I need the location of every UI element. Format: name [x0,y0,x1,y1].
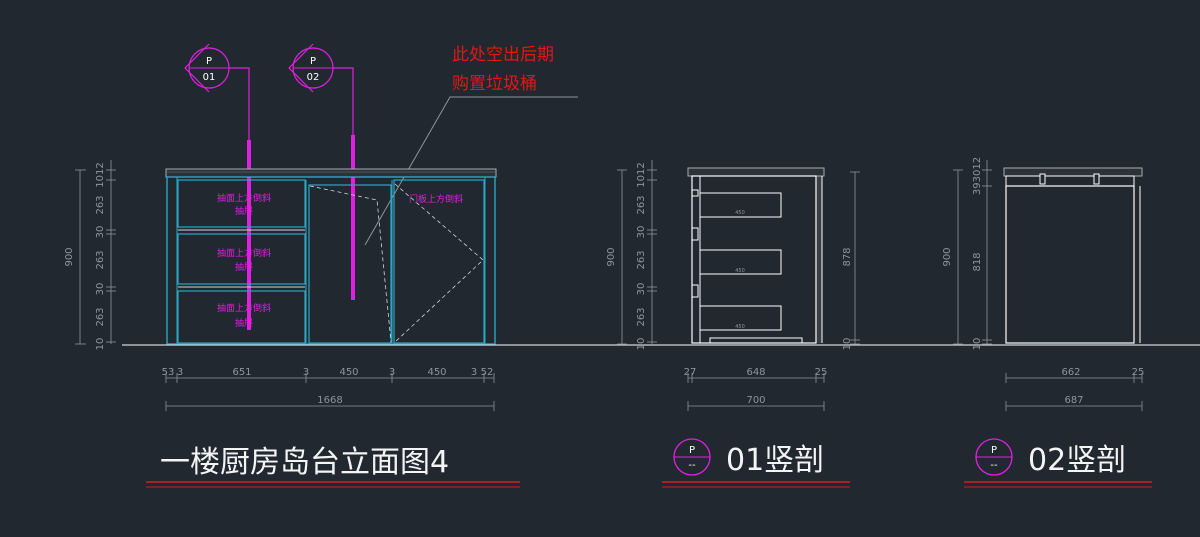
main-elevation: 抽面上方倒斜 抽屉 抽面上方倒斜 抽屉 抽面上方倒斜 抽屉 门板上方倒斜 [165,168,497,345]
drawer-depth: 450 [735,210,745,216]
dim-value: 263 [95,195,106,214]
dim-total: 900 [64,247,75,266]
dim-value: 3 [303,367,309,378]
drawer-label: 抽面上方倒斜 [217,302,271,314]
dim-value: 1012 [95,162,106,187]
dim-value: 30 [636,283,647,296]
dim-value: 3 [177,367,183,378]
drawer-label: 抽面上方倒斜 [217,192,271,204]
sec02-left-dimensions [953,160,992,345]
dim-value: 53 [162,367,175,378]
dim-value: 393012 [972,157,983,195]
sec02-title: P -- 02竖剖 [964,438,1152,488]
section-marker-p02[interactable]: P 02 [288,43,355,300]
door-label: 门板上方倒斜 [409,193,463,205]
dim-overall: 700 [746,395,765,406]
dim-total: 900 [942,247,953,266]
sec01-title: P -- 01竖剖 [662,438,850,488]
marker-letter: P [206,56,212,67]
dim-value: 450 [339,367,358,378]
dim-value: 30 [95,283,106,296]
drawing-title: 一楼厨房岛台立面图4 [160,445,449,480]
dim-value: 263 [636,195,647,214]
drawer-depth: 450 [735,268,745,274]
dim-value: 263 [95,307,106,326]
marker-number: 01 [203,72,216,83]
main-title: 一楼厨房岛台立面图4 [146,445,520,488]
dim-value: 30 [95,226,106,239]
dim-value: 3 [471,367,477,378]
dim-value: 263 [636,307,647,326]
dim-value: 10 [95,338,106,351]
dim-value: 25 [1132,367,1145,378]
dim-overall: 687 [1064,395,1083,406]
dim-value: 648 [746,367,765,378]
section-title: 02竖剖 [1028,443,1126,478]
sec02-bottom-dimensions [1005,373,1143,411]
main-left-dimensions [75,160,116,345]
marker-letter: P [310,56,316,67]
dim-value: 10 [842,338,853,351]
badge-letter: P [689,445,695,456]
drawer-label: 抽屉 [235,205,253,217]
drawer-label: 抽屉 [235,317,253,329]
sec01-left-dimensions [617,160,657,345]
marker-number: 02 [307,72,320,83]
dim-value: 878 [842,247,853,266]
section-02 [1003,167,1143,344]
dim-value: 263 [95,250,106,269]
dim-value: 651 [232,367,251,378]
dim-value: 10 [972,338,983,351]
sec01-bottom-dimensions [687,373,825,411]
sec01-right-dimensions [850,171,860,345]
note-line-2: 购置垃圾桶 [452,74,537,94]
note-line-1: 此处空出后期 [452,45,554,65]
dim-value: 52 [481,367,494,378]
drawer-label: 抽屉 [235,261,253,273]
main-bottom-dimensions [165,373,495,411]
dim-value: 818 [972,252,983,271]
dim-value: 1012 [636,162,647,187]
dim-value: 30 [636,226,647,239]
dim-value: 263 [636,250,647,269]
dim-value: 3 [389,367,395,378]
annotation-note: 此处空出后期 购置垃圾桶 [364,45,578,246]
dim-value: 25 [815,367,828,378]
badge-number: -- [990,460,998,471]
dim-value: 27 [684,367,697,378]
dim-total: 900 [606,247,617,266]
badge-number: -- [688,460,696,471]
badge-letter: P [991,445,997,456]
dim-value: 450 [427,367,446,378]
section-title: 01竖剖 [726,443,824,478]
dim-overall: 1668 [317,395,342,406]
section-01: 450 450 450 [687,167,825,344]
dim-value: 662 [1061,367,1080,378]
drawer-label: 抽面上方倒斜 [217,247,271,259]
drawer-depth: 450 [735,324,745,330]
dim-value: 10 [636,338,647,351]
